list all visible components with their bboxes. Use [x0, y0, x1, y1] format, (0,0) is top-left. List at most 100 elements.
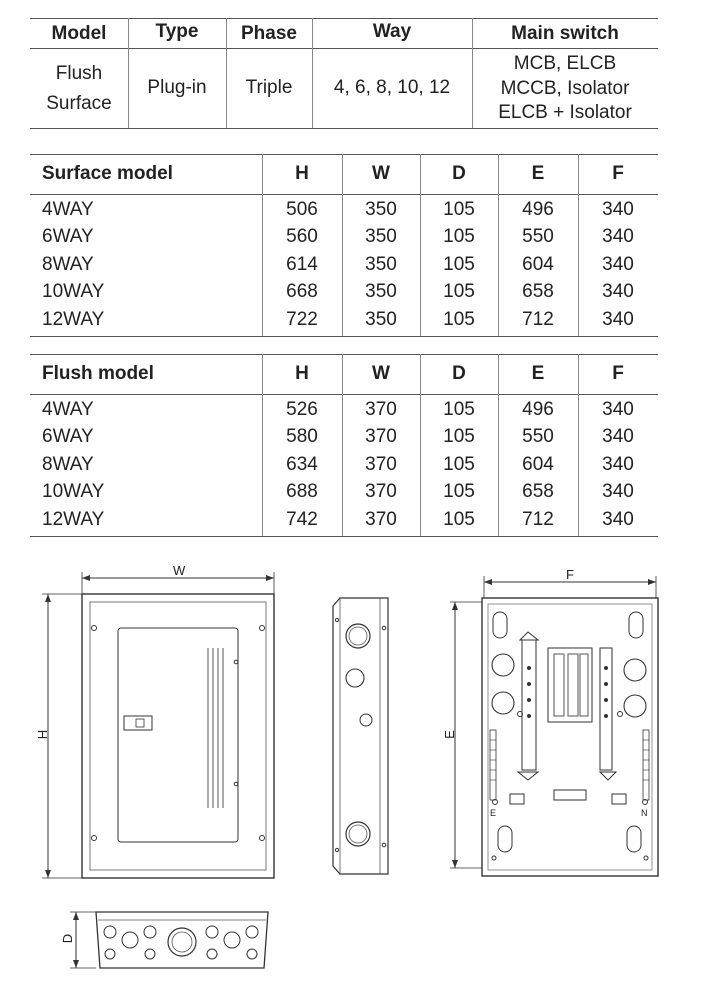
column-header: D: [452, 163, 466, 184]
table-divider: [498, 154, 499, 336]
label-neutral: N: [641, 808, 648, 818]
row-value-cell: 560: [286, 226, 318, 248]
label-d: D: [60, 933, 76, 944]
label-e: E: [441, 730, 457, 739]
label-h: H: [35, 729, 51, 740]
row-model-cell: 12WAY: [42, 308, 105, 330]
row-value-cell: 370: [365, 508, 397, 530]
row-value-cell: 350: [365, 226, 397, 248]
row-value-cell: 496: [522, 398, 554, 420]
row-value-cell: 580: [286, 426, 318, 448]
table-divider: [420, 354, 421, 536]
row-value-cell: 105: [443, 453, 475, 475]
label-w: W: [173, 563, 186, 578]
row-value-cell: 105: [443, 308, 475, 330]
row-model-cell: 12WAY: [42, 508, 105, 530]
label-earth: E: [490, 808, 497, 818]
row-value-cell: 105: [443, 253, 475, 275]
row-value-cell: 712: [522, 508, 554, 530]
column-header: F: [612, 363, 624, 384]
row-value-cell: 340: [602, 426, 634, 448]
row-value-cell: 550: [522, 426, 554, 448]
row-value-cell: 340: [602, 398, 634, 420]
model-surface: Surface: [46, 93, 112, 114]
row-value-cell: 105: [443, 398, 475, 420]
header-main-switch: Main switch: [511, 23, 619, 44]
header-phase: Phase: [241, 23, 297, 44]
table-rule: [30, 154, 658, 155]
row-value-cell: 105: [443, 198, 475, 220]
table-divider: [342, 154, 343, 336]
column-header: H: [295, 163, 309, 184]
row-value-cell: 340: [602, 308, 634, 330]
row-model-cell: 8WAY: [42, 453, 94, 475]
row-value-cell: 350: [365, 253, 397, 275]
row-value-cell: 340: [602, 198, 634, 220]
row-value-cell: 340: [602, 253, 634, 275]
column-header: E: [531, 163, 545, 184]
row-value-cell: 634: [286, 453, 318, 475]
row-model-cell: 10WAY: [42, 481, 105, 503]
table-rule: [30, 394, 658, 395]
row-model-cell: 4WAY: [42, 198, 94, 220]
column-header: Flush model: [42, 363, 154, 384]
column-header: Surface model: [42, 163, 173, 184]
row-value-cell: 350: [365, 281, 397, 303]
row-value-cell: 105: [443, 281, 475, 303]
header-way: Way: [372, 21, 412, 42]
table-rule: [30, 194, 658, 195]
row-value-cell: 105: [443, 426, 475, 448]
row-value-cell: 550: [522, 226, 554, 248]
header-model: Model: [51, 23, 107, 44]
row-value-cell: 105: [443, 226, 475, 248]
row-value-cell: 370: [365, 453, 397, 475]
row-value-cell: 742: [286, 508, 318, 530]
row-value-cell: 350: [365, 198, 397, 220]
table-divider: [498, 354, 499, 536]
row-value-cell: 688: [286, 481, 318, 503]
column-header: E: [531, 363, 545, 384]
phase-value: Triple: [245, 77, 293, 98]
row-value-cell: 340: [602, 508, 634, 530]
row-value-cell: 340: [602, 453, 634, 475]
type-value: Plug-in: [147, 77, 207, 98]
row-value-cell: 604: [522, 253, 554, 275]
row-value-cell: 340: [602, 226, 634, 248]
row-model-cell: 8WAY: [42, 253, 94, 275]
model-flush: Flush: [55, 63, 103, 84]
row-model-cell: 10WAY: [42, 281, 105, 303]
row-value-cell: 105: [443, 508, 475, 530]
table-divider: [342, 354, 343, 536]
row-value-cell: 712: [522, 308, 554, 330]
row-model-cell: 6WAY: [42, 226, 94, 248]
row-model-cell: 4WAY: [42, 398, 94, 420]
row-value-cell: 604: [522, 453, 554, 475]
header-type: Type: [155, 21, 199, 42]
row-value-cell: 614: [286, 253, 318, 275]
table-divider: [578, 354, 579, 536]
row-value-cell: 370: [365, 426, 397, 448]
row-value-cell: 370: [365, 481, 397, 503]
table-divider: [578, 154, 579, 336]
column-header: W: [372, 363, 390, 384]
row-value-cell: 496: [522, 198, 554, 220]
row-value-cell: 506: [286, 198, 318, 220]
row-value-cell: 340: [602, 281, 634, 303]
column-header: D: [452, 363, 466, 384]
column-header: F: [612, 163, 624, 184]
row-value-cell: 105: [443, 481, 475, 503]
column-header: H: [295, 363, 309, 384]
row-value-cell: 722: [286, 308, 318, 330]
way-value: 4, 6, 8, 10, 12: [333, 77, 451, 98]
label-f: F: [566, 567, 574, 582]
row-value-cell: 658: [522, 481, 554, 503]
row-value-cell: 668: [286, 281, 318, 303]
main-switch-2: MCCB, Isolator: [500, 78, 630, 99]
row-value-cell: 370: [365, 398, 397, 420]
table-rule: [30, 354, 658, 355]
row-value-cell: 350: [365, 308, 397, 330]
table-rule: [30, 335, 658, 337]
main-switch-3: ELCB + Isolator: [498, 102, 632, 123]
row-value-cell: 658: [522, 281, 554, 303]
